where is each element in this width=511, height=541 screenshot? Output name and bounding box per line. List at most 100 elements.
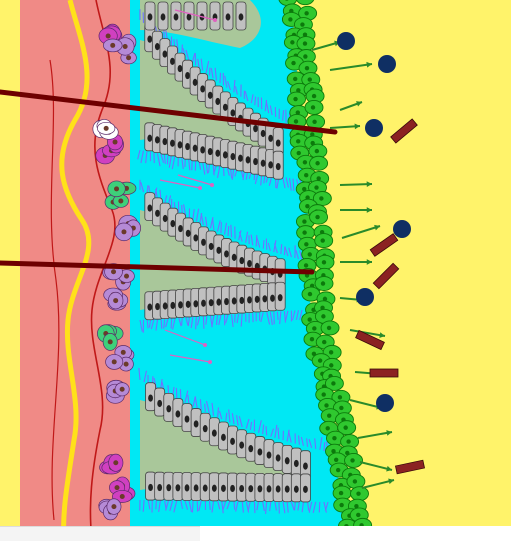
cell-nucleus — [294, 486, 299, 493]
tissue-cell-nucleus — [124, 274, 129, 279]
cell-nucleus — [166, 484, 171, 491]
cilia-strand — [255, 97, 256, 105]
membrane-cell-nucleus — [303, 41, 307, 45]
tissue-cell-nucleus — [124, 362, 129, 367]
membrane-cell-nucleus — [350, 458, 354, 462]
cilia-strand — [277, 312, 278, 320]
cell-nucleus — [148, 484, 153, 491]
cell-nucleus — [230, 109, 235, 116]
cell-nucleus — [201, 239, 206, 246]
cell-nucleus — [294, 460, 299, 467]
tissue-cell-nucleus — [114, 186, 119, 191]
membrane-cell-nucleus — [296, 139, 300, 143]
circle-marker — [376, 394, 394, 412]
tissue-cell-nucleus — [121, 229, 126, 234]
membrane-cell-nucleus — [308, 252, 312, 256]
cell-nucleus — [163, 215, 168, 222]
cell-nucleus — [247, 260, 252, 267]
tissue-cell-nucleus — [112, 359, 117, 364]
tissue-cell-nucleus — [113, 140, 118, 145]
cell-nucleus — [209, 299, 214, 306]
cell-nucleus — [186, 230, 191, 237]
cell-nucleus — [170, 302, 175, 309]
cell-nucleus — [155, 136, 160, 143]
cell-nucleus — [178, 301, 183, 308]
cell-nucleus — [147, 204, 152, 211]
cell-nucleus — [270, 295, 275, 302]
cell-nucleus — [239, 442, 244, 449]
membrane-cell-nucleus — [322, 392, 326, 396]
tissue-cell-nucleus — [104, 126, 109, 131]
cell-nucleus — [157, 484, 162, 491]
membrane-cell-nucleus — [316, 176, 320, 180]
cilia-strand — [203, 316, 204, 329]
cell-nucleus — [261, 130, 266, 137]
cell-nucleus — [303, 486, 308, 493]
cell-nucleus — [178, 141, 183, 148]
membrane-cell — [338, 519, 356, 533]
cilia-strand — [231, 225, 232, 238]
cilia-strand — [205, 404, 206, 412]
membrane-cell-nucleus — [294, 119, 298, 123]
tissue-cell-nucleus — [115, 485, 120, 490]
membrane-cell-nucleus — [339, 503, 343, 507]
cell-nucleus — [238, 155, 243, 162]
membrane-cell-nucleus — [322, 340, 326, 344]
cell-nucleus — [147, 135, 152, 142]
membrane-cell-nucleus — [356, 491, 360, 495]
cell-nucleus — [201, 300, 206, 307]
membrane-cell-nucleus — [308, 292, 312, 296]
membrane-cell-nucleus — [302, 230, 306, 234]
cell-nucleus — [203, 485, 208, 492]
cell-nucleus — [148, 13, 153, 20]
membrane-cell-nucleus — [322, 260, 326, 264]
tissue-cell-nucleus — [113, 298, 118, 303]
membrane-cell-nucleus — [329, 363, 333, 367]
membrane-cell-nucleus — [321, 314, 325, 318]
membrane-cell-nucleus — [321, 238, 325, 242]
cell-nucleus — [268, 161, 273, 168]
cell-nucleus — [226, 13, 231, 20]
membrane-cell-nucleus — [346, 439, 350, 443]
membrane-cell-nucleus — [343, 425, 347, 429]
cell-nucleus — [255, 296, 260, 303]
membrane-cell-nucleus — [318, 358, 322, 362]
cell-nucleus — [185, 415, 190, 422]
pink-arrow-head — [208, 360, 212, 364]
membrane-cell-nucleus — [319, 196, 323, 200]
membrane-cell-nucleus — [304, 11, 308, 15]
pink-arrow-head — [203, 343, 207, 347]
tissue-cell-nucleus — [121, 350, 126, 355]
cilia-strand — [196, 317, 197, 330]
cell-nucleus — [175, 410, 180, 417]
membrane-cell-nucleus — [315, 149, 319, 153]
membrane-cell-nucleus — [332, 436, 336, 440]
cilia-strand — [161, 319, 162, 329]
membrane-cell-nucleus — [339, 406, 343, 410]
membrane-cell-nucleus — [314, 185, 318, 189]
cell-nucleus — [200, 146, 205, 153]
cell-nucleus — [239, 485, 244, 492]
cell-nucleus — [221, 434, 226, 441]
cilia-strand — [209, 501, 210, 510]
membrane-cell-nucleus — [302, 219, 306, 223]
cell-nucleus — [208, 148, 213, 155]
cell-nucleus — [170, 220, 175, 227]
cell-nucleus — [193, 300, 198, 307]
cilia-strand — [234, 501, 235, 510]
cell-nucleus — [147, 36, 152, 43]
cell-nucleus — [285, 457, 290, 464]
cell-nucleus — [155, 43, 160, 50]
membrane-cell-nucleus — [297, 151, 301, 155]
cell-nucleus — [230, 153, 235, 160]
cell-nucleus — [148, 394, 153, 401]
cell-nucleus — [185, 72, 190, 79]
pink-arrow-head — [213, 18, 217, 22]
cilia-strand — [295, 502, 296, 511]
tissue-cell-nucleus — [108, 339, 113, 344]
cell-nucleus — [224, 250, 229, 257]
membrane-cell-nucleus — [327, 326, 331, 330]
cell-nucleus — [268, 135, 273, 142]
cell-nucleus — [230, 438, 235, 445]
cell-nucleus — [223, 104, 228, 111]
